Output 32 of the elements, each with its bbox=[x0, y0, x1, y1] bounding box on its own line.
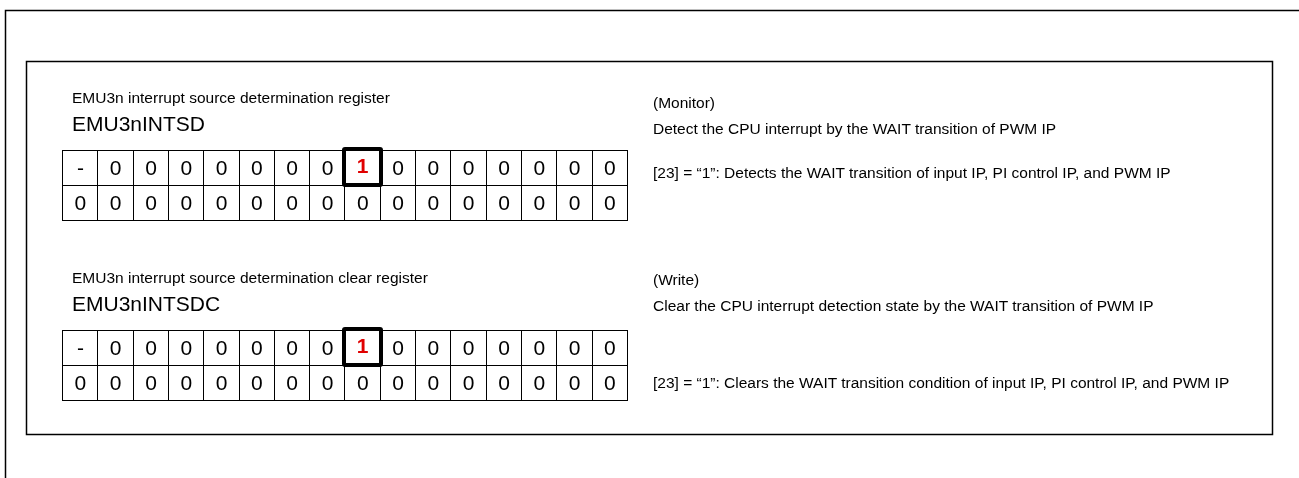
bit-cell: - bbox=[62, 150, 99, 186]
register-name: EMU3nINTSDC bbox=[72, 291, 221, 317]
bit-cell: 0 bbox=[62, 364, 99, 401]
bit-cell: 0 bbox=[203, 364, 240, 401]
bit-cell: 0 bbox=[556, 184, 593, 221]
bit-cell: 0 bbox=[203, 330, 240, 366]
register-description: EMU3n interrupt source determination clear register bbox=[72, 269, 428, 288]
bit-description: [23] = “1”: Clears the WAIT transition condition of input IP, PI control IP, and PWM IP bbox=[653, 373, 1231, 393]
bit-cell: 0 bbox=[591, 330, 629, 366]
bit-cell: 0 bbox=[62, 184, 99, 221]
bit-cell: 0 bbox=[556, 150, 593, 186]
bit-cell: - bbox=[62, 330, 99, 366]
bit-cell: 0 bbox=[591, 150, 629, 186]
bit-cell: 0 bbox=[203, 184, 240, 221]
highlighted-bit-cell: 1 bbox=[342, 147, 383, 187]
bit-cell: 0 bbox=[97, 330, 135, 366]
function-description: Detect the CPU interrupt by the WAIT transition of PWM IP bbox=[653, 119, 1058, 139]
bit-cell: 0 bbox=[203, 150, 240, 186]
bit-description: [23] = “1”: Detects the WAIT transition of input IP, PI control IP, and PWM IP bbox=[653, 163, 1172, 183]
bit-cell: 0 bbox=[309, 184, 346, 221]
bit-cell: 0 bbox=[556, 364, 593, 401]
bit-cell: 0 bbox=[97, 150, 135, 186]
access-type: (Monitor) bbox=[653, 93, 716, 113]
function-description: Clear the CPU interrupt detection state by the WAIT transition of PWM IP bbox=[653, 296, 1155, 316]
highlighted-bit-cell: 1 bbox=[342, 327, 383, 367]
register-name: EMU3nINTSD bbox=[72, 111, 206, 137]
bit-cell: 0 bbox=[450, 150, 488, 186]
register-description: EMU3n interrupt source determination register bbox=[72, 89, 390, 108]
bit-cell: 0 bbox=[309, 364, 346, 401]
access-type: (Write) bbox=[653, 270, 701, 290]
bit-cell: 0 bbox=[556, 330, 593, 366]
bit-cell: 0 bbox=[450, 330, 488, 366]
